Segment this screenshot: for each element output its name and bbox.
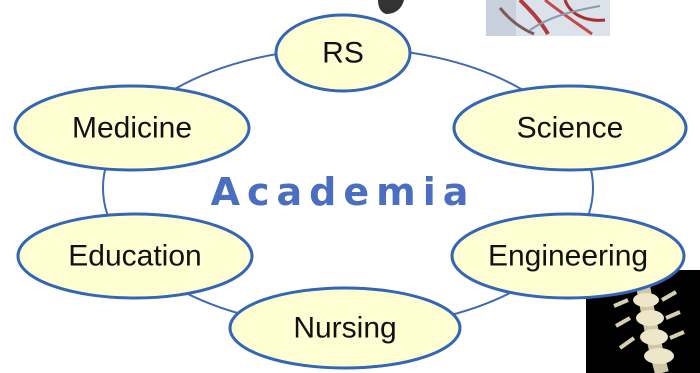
center-label: Academia <box>211 170 476 214</box>
node-label-medicine: Medicine <box>72 112 192 145</box>
node-label-engineering: Engineering <box>488 240 648 273</box>
anatomy-illustration-image <box>486 0 610 36</box>
node-medicine: Medicine <box>13 84 251 172</box>
node-science: Science <box>452 84 688 172</box>
node-engineering: Engineering <box>450 212 686 300</box>
node-label-education: Education <box>68 240 201 273</box>
node-nursing: Nursing <box>228 286 462 370</box>
node-education: Education <box>16 212 254 300</box>
node-label-science: Science <box>517 112 624 145</box>
cropped-figure-image <box>378 0 404 14</box>
node-label-nursing: Nursing <box>293 312 396 345</box>
node-rs: RS <box>274 13 412 93</box>
node-label-rs: RS <box>322 37 364 70</box>
